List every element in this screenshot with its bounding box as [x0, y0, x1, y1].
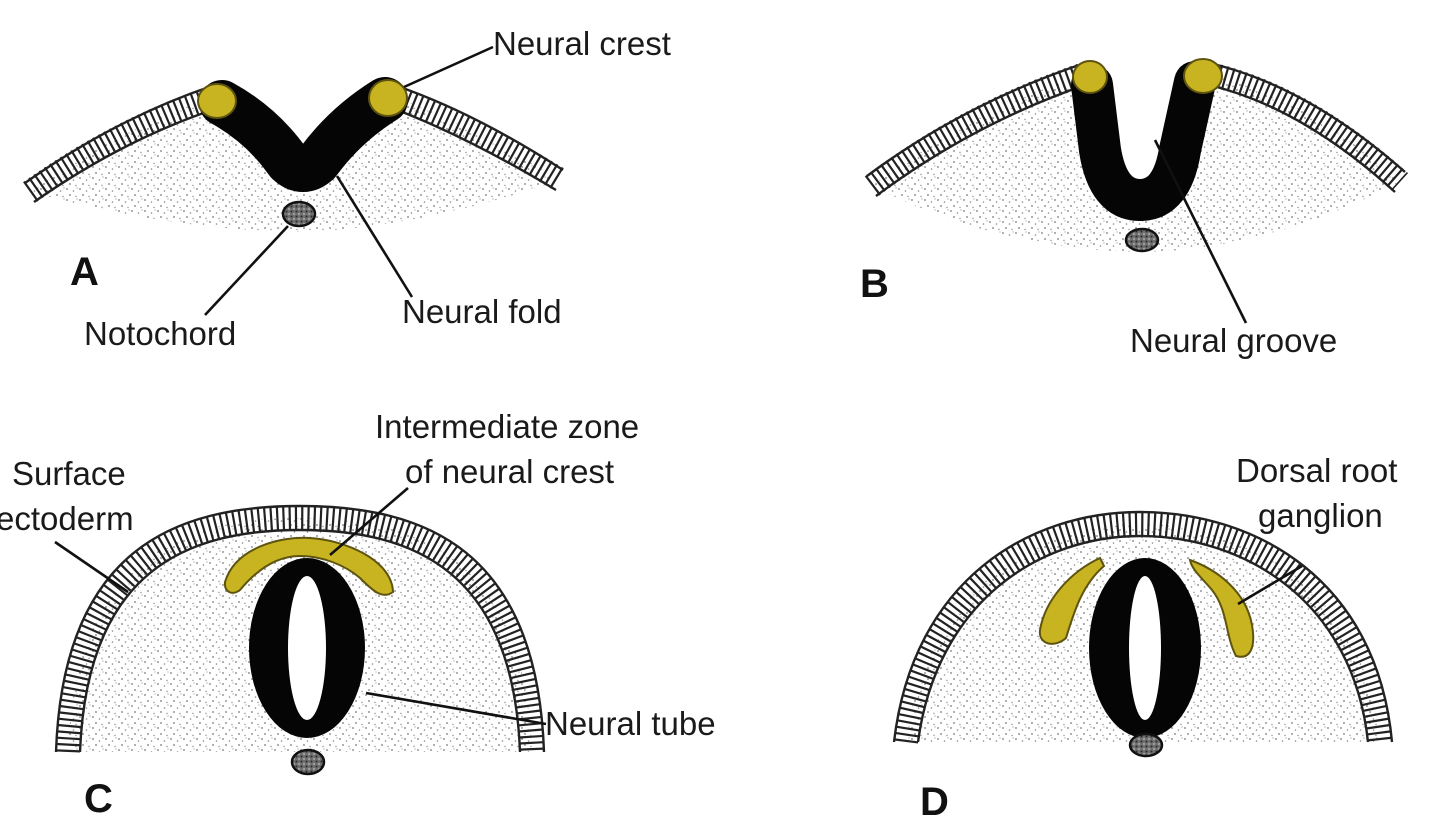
dorsal-root-ganglion-d-right	[1188, 558, 1255, 658]
panel-a: Neural crest Neural fold Notochord A	[23, 25, 671, 352]
neural-crest-b-right	[1183, 58, 1223, 94]
panel-letter-c: C	[84, 777, 113, 821]
panel-letter-d: D	[920, 780, 949, 824]
label-neural-tube: Neural tube	[545, 705, 716, 742]
neural-crest-b-left	[1072, 60, 1108, 94]
surface-ectoderm-b	[864, 60, 1409, 196]
neural-crest-a-right	[368, 79, 408, 117]
label-neural-fold: Neural fold	[402, 293, 562, 330]
label-surface-ectoderm-1: Surface	[12, 455, 126, 492]
ectoderm-outline-d	[892, 510, 1394, 743]
leader-surface-ectoderm	[54, 540, 129, 594]
surface-ectoderm-d	[894, 511, 1392, 744]
notochord-c	[290, 748, 326, 776]
leader-intermediate-zone	[329, 487, 409, 556]
mesoderm-a	[30, 97, 560, 232]
neural-plate-b	[1071, 61, 1216, 221]
leader-neural-fold	[335, 175, 414, 298]
leader-neural-groove	[1153, 139, 1248, 324]
intermediate-zone-crest-c	[223, 536, 395, 596]
leader-notochord	[204, 225, 289, 316]
mesoderm-b	[872, 72, 1400, 252]
ectoderm-outline-b	[866, 59, 1406, 197]
label-neural-groove: Neural groove	[1130, 322, 1337, 359]
label-notochord: Notochord	[84, 315, 236, 352]
label-intermediate-zone-1: Intermediate zone	[375, 408, 639, 445]
surface-ectoderm-a	[23, 85, 567, 202]
panel-b: Neural groove B	[860, 58, 1409, 359]
panel-c: Intermediate zone of neural crest Surfac…	[0, 408, 716, 821]
neural-canal-c	[288, 576, 326, 720]
ectoderm-outline-a	[24, 84, 564, 203]
label-neural-crest: Neural crest	[493, 25, 671, 62]
label-dorsal-root-2: ganglion	[1258, 497, 1383, 534]
panel-letter-b: B	[860, 262, 889, 306]
leader-neural-tube	[365, 691, 547, 726]
panel-letter-a: A	[70, 250, 99, 294]
notochord-b	[1124, 227, 1160, 253]
neural-canal-d	[1129, 576, 1161, 720]
panel-d: Dorsal root ganglion D	[892, 452, 1397, 824]
label-intermediate-zone-2: of neural crest	[405, 453, 614, 490]
surface-ectoderm-c	[56, 505, 544, 753]
neural-crest-a-left	[197, 83, 237, 119]
label-dorsal-root-1: Dorsal root	[1236, 452, 1397, 489]
notochord-d	[1128, 732, 1164, 758]
neural-plate-a	[199, 77, 408, 192]
notochord-a	[281, 200, 317, 228]
dorsal-root-ganglion-d-left	[1038, 556, 1106, 645]
ectoderm-outline-c	[54, 504, 546, 753]
leader-neural-crest	[403, 45, 494, 89]
label-surface-ectoderm-2: ectoderm	[0, 500, 134, 537]
leader-dorsal-root-ganglion	[1237, 564, 1303, 606]
